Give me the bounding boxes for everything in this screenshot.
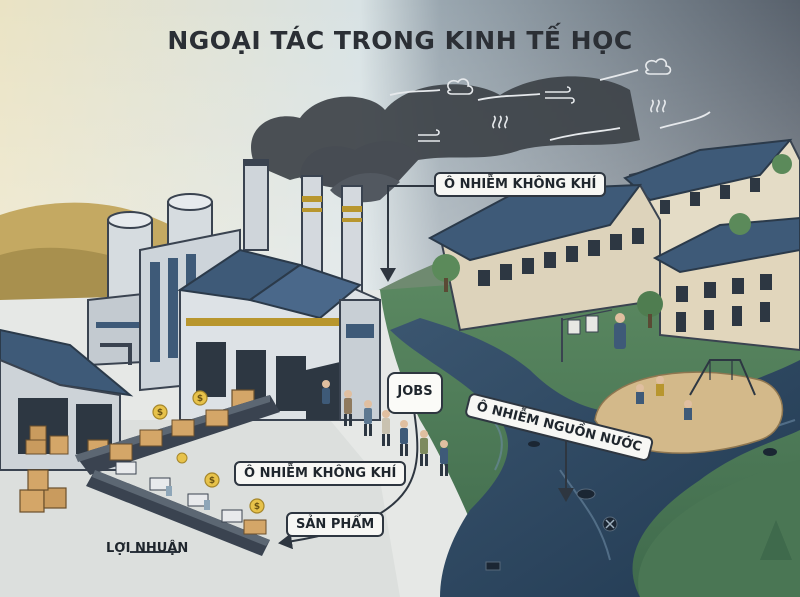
stench-icon: [492, 99, 666, 129]
smoke-plume: [251, 76, 641, 203]
svg-text:$: $: [209, 476, 215, 486]
chimneys: [243, 159, 363, 297]
workers: [322, 380, 448, 476]
svg-text:$: $: [254, 502, 260, 512]
wind-arrows: [389, 69, 711, 141]
playground: [594, 359, 784, 454]
grass-bank: [638, 460, 800, 597]
jobs-speech-bubble: JOBS: [387, 372, 443, 414]
label-air-pollution-top: Ô NHIỄM KHÔNG KHÍ: [434, 172, 607, 197]
river: [390, 318, 800, 597]
coin-icon: [152, 390, 265, 514]
label-air-pollution-bottom: Ô NHIỄM KHÔNG KHÍ: [234, 461, 407, 486]
wind-icon: [418, 86, 575, 142]
label-product: SẢN PHẨM: [286, 512, 385, 537]
clothesline: [561, 309, 626, 362]
label-profit: LỢI NHUẬN: [106, 541, 189, 556]
smoke-cloud-icon: [447, 58, 672, 95]
debris-icon: [485, 441, 777, 571]
page-title: NGOẠI TÁC TRONG KINH TẾ HỌC: [167, 26, 633, 55]
factory-building: [87, 228, 381, 421]
svg-text:$: $: [157, 408, 163, 418]
trees: [432, 154, 792, 560]
conveyor-belt: [75, 395, 280, 556]
dollar-icon: $ $ $ $: [157, 394, 260, 512]
svg-text:$: $: [197, 394, 203, 404]
